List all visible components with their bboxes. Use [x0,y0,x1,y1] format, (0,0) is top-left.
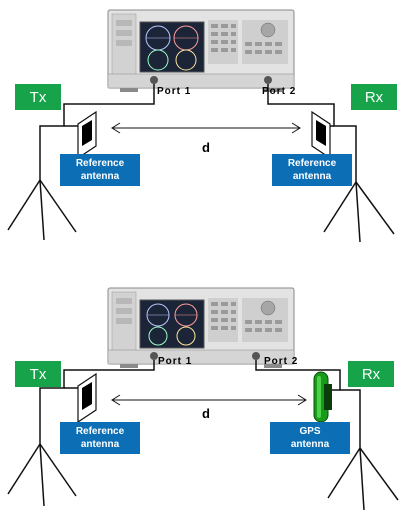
antenna-label-line2: antenna [80,439,120,450]
rx-label: Rx [351,84,397,110]
rx-label: Rx [348,361,394,387]
gps-antenna-label: GPS antenna [270,422,350,454]
antenna-label-line2: antenna [80,171,120,182]
reference-antenna-label: Reference antenna [60,422,140,454]
antenna-label-line1: Reference [75,158,125,169]
antenna-label-line1: Reference [75,426,125,437]
tripod-icon [327,447,399,511]
antenna-icon [311,110,331,160]
tx-label: Tx [15,361,61,387]
port-2-label: Port 2 [262,86,297,97]
port-1-label: Port 1 [157,86,192,97]
gps-antenna-icon [313,371,332,423]
setup-drawing [7,287,399,511]
setup-drawing [7,9,395,243]
antenna-label-line1: GPS [299,426,321,437]
network-analyzer-icon [107,9,295,92]
distance-label: d [202,140,210,155]
antenna-icon [77,110,97,160]
setup-reference-gps: Tx Rx Port 1 Port 2 d Reference antenna … [0,260,417,520]
port-2-label: Port 2 [264,356,299,367]
setup-reference-reference: Tx Rx Port 1 Port 2 d Reference antenna … [7,9,397,243]
tripod-icon [323,181,395,243]
port-1-label: Port 1 [158,356,193,367]
distance-arrow [111,122,301,134]
tripod-icon [7,179,77,241]
reference-antenna-label: Reference antenna [272,154,352,186]
network-analyzer-icon [107,287,295,368]
antenna-label-line1: Reference [287,158,337,169]
tripod-icon [7,443,77,507]
antenna-label-line2: antenna [290,439,330,450]
distance-label: d [202,406,210,421]
antenna-icon [77,372,97,424]
reference-antenna-label: Reference antenna [60,154,140,186]
distance-arrow [111,394,307,406]
tx-label: Tx [15,84,61,110]
antenna-label-line2: antenna [292,171,332,182]
